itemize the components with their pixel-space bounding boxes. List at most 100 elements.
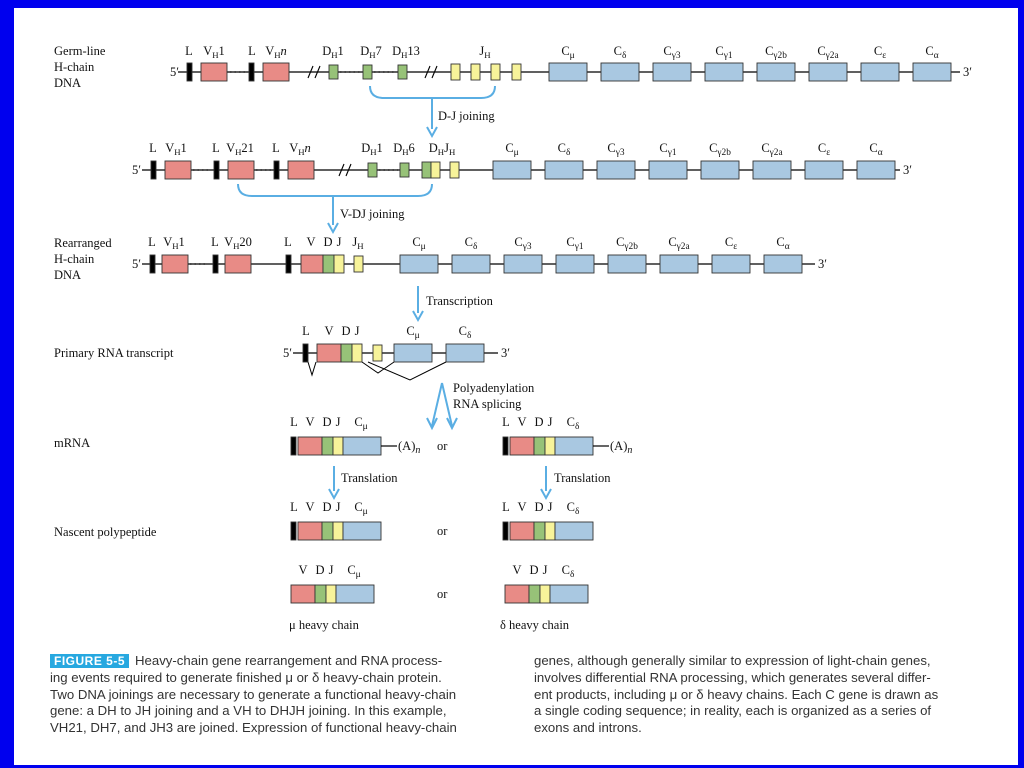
text-label: 5′	[132, 257, 141, 271]
joining-segment	[544, 436, 556, 456]
segment-label: Cγ1	[566, 235, 583, 252]
text-label: 3′	[903, 163, 912, 177]
caption-line: Two DNA joinings are necessary to genera…	[50, 686, 457, 702]
constant-segment	[752, 160, 792, 180]
constant-segment	[711, 254, 751, 274]
joining-segment	[332, 436, 344, 456]
text-label: 3′	[501, 346, 510, 360]
constant-segment	[804, 160, 844, 180]
constant-segment	[555, 254, 595, 274]
variable-segment	[297, 436, 323, 456]
segment-label: VHn	[289, 141, 311, 157]
segment-label: VH1	[163, 235, 185, 251]
segment-label: L	[272, 141, 280, 155]
segment-label: V	[298, 563, 307, 577]
caption-line: exons and introns.	[534, 720, 642, 736]
segment-label: D	[322, 500, 331, 514]
text-label: Nascent polypeptide	[54, 525, 157, 539]
segment-label: J	[336, 415, 341, 429]
break-mark	[424, 65, 431, 79]
segment-label: J	[337, 235, 342, 249]
variable-segment	[300, 254, 324, 274]
joining-segment	[539, 584, 551, 604]
constant-segment	[700, 160, 740, 180]
joining-segment	[470, 63, 481, 81]
segment-label: Cα	[925, 44, 938, 61]
break-mark	[307, 65, 314, 79]
text-label: μ heavy chain	[289, 618, 360, 632]
diversity-segment	[340, 343, 353, 363]
text-label: DNA	[54, 76, 81, 90]
diversity-segment	[397, 64, 408, 80]
caption-right-column: genes, although generally similar to exp…	[534, 653, 1014, 737]
leader-segment	[213, 160, 220, 180]
constant-segment	[808, 62, 848, 82]
text-label: Polyadenylation	[453, 381, 535, 395]
break-mark	[314, 65, 321, 79]
segment-label: L	[302, 324, 310, 338]
constant-segment	[860, 62, 900, 82]
joining-segment	[353, 255, 364, 273]
segment-label: Cμ	[505, 141, 518, 158]
constant-segment	[399, 254, 439, 274]
segment-label: Cγ2a	[668, 235, 690, 252]
segment-label: Cγ2b	[765, 44, 787, 61]
segment-label: L	[290, 500, 298, 514]
constant-segment	[503, 254, 543, 274]
segment-label: JH	[479, 44, 491, 60]
segment-label: Cδ	[567, 500, 580, 517]
segment-label: Cα	[869, 141, 882, 158]
joining-segment	[372, 344, 383, 362]
constant-segment	[763, 254, 803, 274]
diversity-segment	[314, 584, 327, 604]
segment-label: VH21	[226, 141, 254, 157]
text-label: 5′	[132, 163, 141, 177]
down-arrow-head	[327, 222, 339, 235]
diversity-segment	[362, 64, 373, 80]
segment-label: DH6	[393, 141, 415, 157]
segment-label: VHn	[265, 44, 287, 60]
segment-label: V	[517, 415, 526, 429]
segment-label: Cγ3	[663, 44, 680, 61]
diversity-segment	[533, 521, 546, 541]
segment-label: D	[529, 563, 538, 577]
leader-segment	[502, 436, 509, 456]
caption-line: gene: a DH to JH joining and a VH to DHJ…	[50, 703, 447, 719]
segment-label: Cε	[725, 235, 737, 252]
down-arrow-head	[540, 488, 552, 501]
joining-segment	[490, 63, 501, 81]
joining-segment	[333, 254, 345, 274]
diversity-segment	[321, 521, 334, 541]
constant-segment	[335, 584, 375, 604]
segment-label: Cμ	[561, 44, 574, 61]
constant-segment	[607, 254, 647, 274]
diversity-segment	[321, 436, 334, 456]
splice-arrow-shaft	[431, 382, 443, 427]
variable-segment	[287, 160, 315, 180]
constant-segment	[659, 254, 699, 274]
segment-label: JH	[352, 235, 364, 251]
caption-line: VH21, DH7, and JH3 are joined. Expressio…	[50, 720, 457, 736]
text-label: Germ-line	[54, 44, 106, 58]
segment-label: L	[211, 235, 219, 249]
segment-label: D	[534, 500, 543, 514]
text-label: Translation	[554, 471, 611, 485]
constant-segment	[548, 62, 588, 82]
leader-segment	[290, 521, 297, 541]
joining-segment	[450, 63, 461, 81]
caption-text: Heavy-chain gene rearrangement and RNA p…	[135, 653, 443, 668]
text-label: 5′	[283, 346, 292, 360]
segment-label: L	[212, 141, 220, 155]
segment-label: Cδ	[558, 141, 571, 158]
variable-segment	[509, 436, 535, 456]
constant-segment	[342, 521, 382, 541]
segment-label: Cε	[818, 141, 830, 158]
segment-label: V	[305, 500, 314, 514]
segment-label: Cμ	[406, 324, 419, 341]
diversity-segment	[421, 161, 432, 179]
splice-arrow-shaft	[441, 382, 453, 427]
text-label: 5′	[170, 65, 179, 79]
segment-label: Cγ2b	[616, 235, 638, 252]
segment-label: Cδ	[562, 563, 575, 580]
